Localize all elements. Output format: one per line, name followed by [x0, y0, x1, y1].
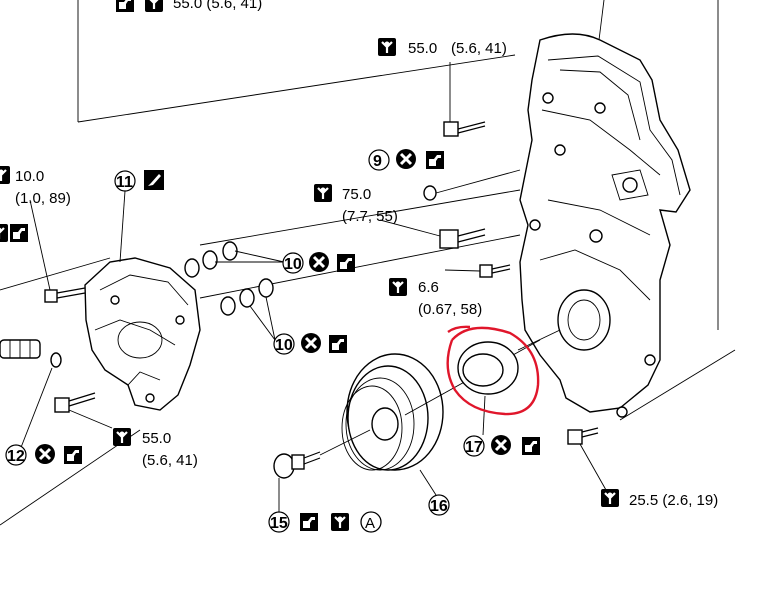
replace-part-x-icon — [489, 433, 513, 457]
torque-text: (5.6, 41) — [451, 40, 507, 57]
torque-text: (7.7, 55) — [342, 208, 398, 225]
grease-brush-icon — [144, 170, 164, 190]
frame-lines — [0, 0, 736, 526]
callout-12: 12 — [5, 442, 82, 466]
torque-wrench-icon — [143, 0, 165, 14]
part-number-16: 16 — [430, 498, 448, 515]
part-number-11: 11 — [116, 174, 133, 191]
sealant-icon — [116, 0, 134, 12]
torque-label-top: 55.0 (5.6, 41) — [116, 0, 262, 14]
torque-label-right: 25.5 (2.6, 19) — [599, 487, 718, 509]
replace-part-x-icon — [33, 442, 57, 466]
torque-label-small: 6.6 (0.67, 58) — [387, 276, 482, 318]
sealant-icon — [426, 151, 444, 169]
torque-wrench-icon — [0, 164, 12, 186]
torque-text: 75.0 — [342, 186, 371, 203]
replace-part-x-icon — [394, 147, 418, 171]
torque-text: (5.6, 41) — [142, 452, 198, 469]
o-rings-upper — [184, 241, 285, 278]
part-number-10: 10 — [284, 256, 302, 273]
torque-label-pump: 55.0 (5.6, 41) — [111, 426, 198, 469]
sealant-icon — [10, 224, 28, 242]
part-number-17: 17 — [465, 439, 483, 456]
water-pump-housing — [84, 257, 201, 411]
callout-11: 11 — [114, 170, 164, 263]
sealant-icon — [522, 437, 540, 455]
sealant-icon — [337, 254, 355, 272]
sealant-icon — [64, 446, 82, 464]
torque-label-left: 10.0 (1.0, 89) — [0, 164, 71, 244]
replace-part-x-icon — [299, 331, 323, 355]
torque-text: 6.6 — [418, 279, 439, 296]
front-oil-seal — [457, 329, 561, 436]
torque-wrench-icon — [0, 222, 10, 244]
torque-wrench-icon — [312, 182, 334, 204]
sealant-icon — [329, 335, 347, 353]
callout-17: 17 — [463, 433, 540, 457]
part-number-10: 10 — [275, 337, 293, 354]
torque-text: 10.0 — [15, 168, 44, 185]
part-number-15: 15 — [270, 515, 288, 532]
torque-top-text: 55.0 (5.6, 41) — [173, 0, 262, 12]
torque-wrench-icon — [376, 36, 398, 58]
highlight-circle — [446, 325, 540, 416]
torque-wrench-icon — [111, 426, 133, 448]
procedure-letter: A — [365, 515, 375, 532]
timing-chain-cover — [519, 33, 691, 418]
shaft-part — [0, 339, 62, 451]
part-number-9: 9 — [373, 153, 382, 170]
callout-16: 16 — [428, 494, 450, 516]
torque-text: 55.0 — [142, 430, 171, 447]
bolts — [29, 62, 607, 491]
o-rings-lower — [220, 278, 276, 341]
torque-label-crank: 75.0 (7.7, 55) — [312, 182, 398, 225]
callout-10-upper: 10 — [282, 250, 355, 274]
callout-10-lower: 10 — [273, 331, 347, 355]
torque-label-cover-top: 55.0 (5.6, 41) — [376, 36, 507, 58]
callout-15: 15 A — [268, 478, 382, 533]
crankshaft-pulley — [319, 339, 541, 496]
replace-part-x-icon — [307, 250, 331, 274]
torque-wrench-icon — [329, 511, 351, 533]
torque-text: (1.0, 89) — [15, 190, 71, 207]
part-number-12: 12 — [7, 448, 25, 465]
torque-text: 55.0 — [408, 40, 437, 57]
torque-text: 25.5 (2.6, 19) — [629, 492, 718, 509]
callout-9: 9 — [368, 147, 444, 171]
torque-wrench-icon — [599, 487, 621, 509]
sealant-icon — [300, 513, 318, 531]
torque-text: (0.67, 58) — [418, 301, 482, 318]
torque-wrench-icon — [387, 276, 409, 298]
